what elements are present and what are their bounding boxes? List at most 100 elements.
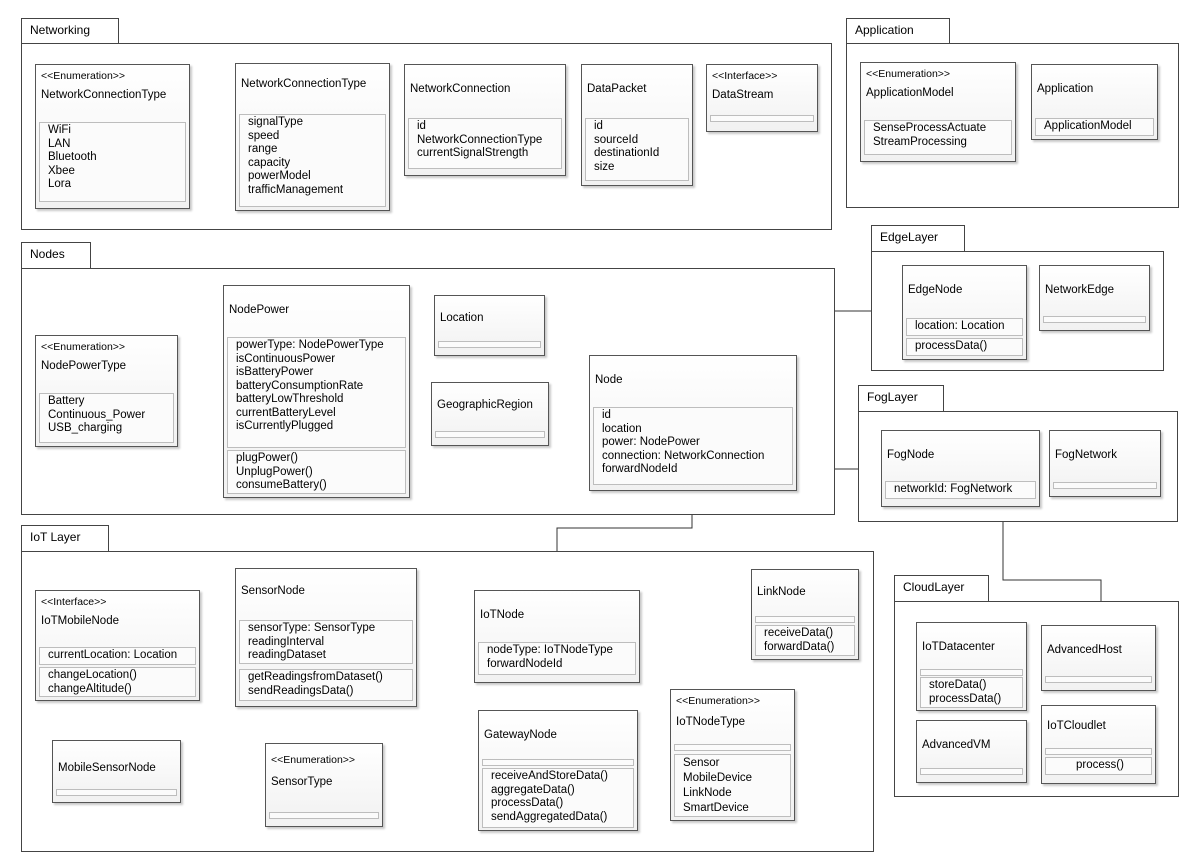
class-iot-datacenter[interactable]: IoTDatacenter storeData() processData() — [916, 622, 1027, 711]
class-name: IoTCloudlet — [1047, 720, 1106, 732]
class-name: IoTNodeType — [676, 716, 746, 728]
attributes: currentLocation: Location — [39, 647, 196, 665]
empty-section — [435, 431, 545, 438]
attribute: location — [602, 422, 642, 435]
class-name: IoTNode — [480, 609, 525, 621]
attribute: currentSignalStrength — [417, 147, 529, 159]
class-name: FogNetwork — [1055, 449, 1117, 461]
literals: WiFi LAN Bluetooth Xbee Lora — [39, 122, 186, 202]
empty-section — [674, 744, 791, 751]
package-label-cloud-layer: CloudLayer — [903, 580, 965, 594]
empty-section — [755, 616, 855, 623]
stereotype: <<Interface>> — [712, 70, 778, 82]
class-gateway-node[interactable]: GatewayNode receiveAndStoreData() aggreg… — [478, 710, 638, 831]
literal: Continuous_Power — [48, 408, 146, 421]
attribute: ApplicationModel — [1044, 120, 1132, 132]
package-tab-nodes: Nodes — [21, 242, 91, 269]
class-name: DataStream — [712, 89, 774, 101]
class-node-power[interactable]: NodePower powerType: NodePowerType isCon… — [223, 285, 410, 498]
class-name: Application — [1037, 83, 1094, 95]
class-network-connection-type[interactable]: NetworkConnectionType signalType speed r… — [235, 63, 390, 211]
operation: forwardData() — [764, 640, 835, 653]
attributes: sensorType: SensorType readingInterval r… — [239, 620, 413, 664]
attribute: range — [248, 143, 278, 155]
class-name: GeographicRegion — [437, 399, 533, 411]
class-advanced-host[interactable]: AdvancedHost — [1041, 625, 1156, 691]
class-name: ApplicationModel — [866, 87, 954, 99]
class-mobile-sensor-node[interactable]: MobileSensorNode — [52, 740, 181, 803]
attribute: forwardNodeId — [602, 463, 678, 475]
empty-section — [269, 812, 379, 819]
literal: StreamProcessing — [873, 135, 967, 148]
empty-section — [1043, 316, 1146, 323]
class-name: FogNode — [887, 449, 935, 461]
class-name: NodePowerType — [41, 360, 127, 372]
attributes: id sourceId destinationId size — [585, 118, 689, 181]
class-node-power-type[interactable]: <<Enumeration>>NodePowerType Battery Con… — [35, 335, 178, 447]
literals: SenseProcessActuate StreamProcessing — [864, 120, 1012, 155]
literal: Battery — [48, 395, 85, 407]
attribute: id — [594, 120, 603, 132]
class-name: EdgeNode — [908, 284, 963, 296]
empty-section — [56, 789, 177, 796]
class-data-packet[interactable]: DataPacket id sourceId destinationId siz… — [581, 64, 693, 186]
class-iot-node-type[interactable]: <<Enumeration>>IoTNodeType Sensor Mobile… — [670, 689, 795, 821]
operations: getReadingsfromDataset() sendReadingsDat… — [239, 669, 413, 701]
class-geographic-region[interactable]: GeographicRegion — [431, 382, 549, 446]
attribute: powerModel — [248, 170, 311, 182]
package-tab-networking: Networking — [21, 18, 119, 44]
attribute: networkId: FogNetwork — [894, 483, 1013, 495]
class-iot-node[interactable]: IoTNode nodeType: IoTNodeType forwardNod… — [474, 590, 640, 683]
stereotype: <<Enumeration>> — [866, 68, 951, 80]
class-name: Location — [440, 312, 484, 324]
attribute: id — [602, 409, 611, 421]
attribute: size — [594, 160, 615, 173]
literals: Sensor MobileDevice LinkNode SmartDevice — [674, 754, 791, 817]
attribute: isBatteryPower — [236, 366, 314, 378]
class-network-edge[interactable]: NetworkEdge — [1039, 265, 1150, 331]
class-name: NetworkConnection — [410, 83, 511, 95]
class-network-connection-type-enum[interactable]: <<Enumeration>>NetworkConnectionType WiF… — [35, 64, 190, 209]
class-application[interactable]: Application ApplicationModel — [1031, 64, 1158, 140]
operations: receiveData() forwardData() — [755, 625, 855, 656]
attribute: readingInterval — [248, 635, 325, 648]
class-application-model[interactable]: <<Enumeration>> ApplicationModel SensePro… — [860, 62, 1016, 162]
class-network-connection[interactable]: NetworkConnection id NetworkConnectionTy… — [404, 64, 566, 176]
package-label-fog-layer: FogLayer — [867, 390, 918, 404]
class-iot-mobile-node[interactable]: <<Interface>>IoTMobileNode currentLocati… — [35, 590, 200, 701]
operations: receiveAndStoreData() aggregateData() pr… — [482, 768, 634, 828]
operations: process() — [1045, 757, 1152, 775]
package-tab-edge-layer: EdgeLayer — [871, 225, 965, 252]
class-name: IoTDatacenter — [922, 641, 995, 653]
attribute: batteryLowThreshold — [236, 393, 344, 405]
class-sensor-type[interactable]: <<Enumeration>>SensorType — [265, 743, 383, 827]
class-fog-network[interactable]: FogNetwork — [1049, 430, 1161, 497]
class-sensor-node[interactable]: SensorNode sensorType: SensorType readin… — [235, 568, 417, 707]
class-name: IoTMobileNode — [41, 615, 119, 627]
attribute: trafficManagement — [248, 183, 344, 196]
operation: changeLocation() — [48, 669, 137, 681]
operations: changeLocation() changeAltitude() — [39, 667, 196, 697]
attribute: power: NodePower — [602, 436, 700, 448]
class-node[interactable]: Node id location power: NodePower connec… — [589, 355, 797, 491]
empty-section — [1053, 482, 1157, 489]
empty-section — [920, 669, 1023, 676]
class-link-node[interactable]: LinkNode receiveData() forwardData() — [751, 569, 859, 660]
class-iot-cloudlet[interactable]: IoTCloudlet process() — [1041, 705, 1156, 784]
class-name: NetworkConnectionType — [241, 78, 367, 90]
literal: WiFi — [48, 124, 71, 136]
class-fog-node[interactable]: FogNode networkId: FogNetwork — [881, 430, 1040, 507]
class-edge-node[interactable]: EdgeNode location: Location processData(… — [902, 265, 1027, 360]
operation: UnplugPower() — [236, 465, 313, 478]
class-name: GatewayNode — [484, 729, 557, 741]
class-data-stream[interactable]: <<Interface>> DataStream — [706, 64, 818, 132]
class-name: NodePower — [229, 304, 290, 316]
class-location[interactable]: Location — [434, 295, 545, 356]
attribute: speed — [248, 129, 280, 142]
stereotype: <<Enumeration>> — [271, 754, 356, 766]
attribute: connection: NetworkConnection — [602, 449, 765, 462]
attributes: nodeType: IoTNodeType forwardNodeId — [478, 642, 636, 675]
package-label-nodes: Nodes — [30, 247, 65, 261]
class-advanced-vm[interactable]: AdvancedVM — [916, 720, 1027, 783]
